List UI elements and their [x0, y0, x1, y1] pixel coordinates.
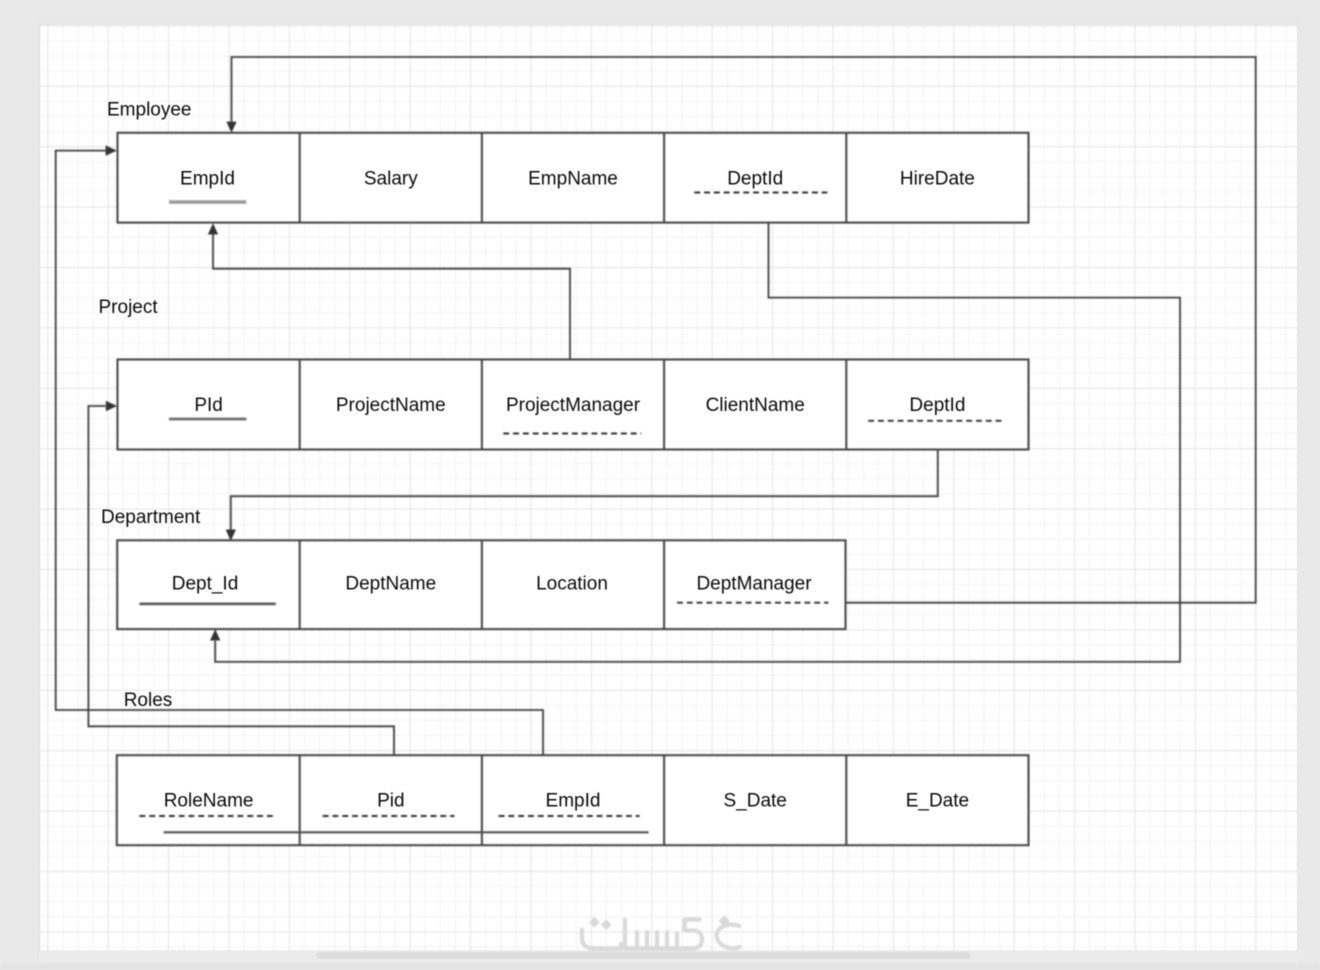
svg-text:Department: Department — [101, 507, 201, 528]
svg-text:DeptId: DeptId — [909, 395, 965, 416]
svg-text:Pid: Pid — [377, 790, 404, 811]
svg-text:Dept_Id: Dept_Id — [172, 574, 239, 595]
svg-text:E_Date: E_Date — [906, 790, 969, 811]
svg-text:Location: Location — [536, 574, 608, 595]
svg-text:RoleName: RoleName — [164, 790, 254, 811]
svg-text:Roles: Roles — [124, 690, 173, 711]
svg-text:S_Date: S_Date — [724, 790, 787, 811]
svg-text:Project: Project — [99, 297, 159, 318]
svg-text:EmpId: EmpId — [180, 168, 235, 189]
svg-text:PId: PId — [194, 395, 223, 416]
svg-text:ProjectManager: ProjectManager — [506, 395, 641, 416]
svg-text:DeptName: DeptName — [345, 574, 436, 595]
svg-text:DeptId: DeptId — [727, 168, 783, 189]
svg-text:DeptManager: DeptManager — [696, 574, 812, 595]
svg-text:ClientName: ClientName — [706, 395, 805, 416]
svg-text:HireDate: HireDate — [900, 168, 975, 189]
svg-text:Employee: Employee — [107, 100, 192, 121]
svg-text:EmpName: EmpName — [528, 168, 618, 189]
svg-text:ProjectName: ProjectName — [336, 395, 446, 416]
svg-text:EmpId: EmpId — [546, 790, 601, 811]
svg-text:Salary: Salary — [364, 168, 418, 189]
